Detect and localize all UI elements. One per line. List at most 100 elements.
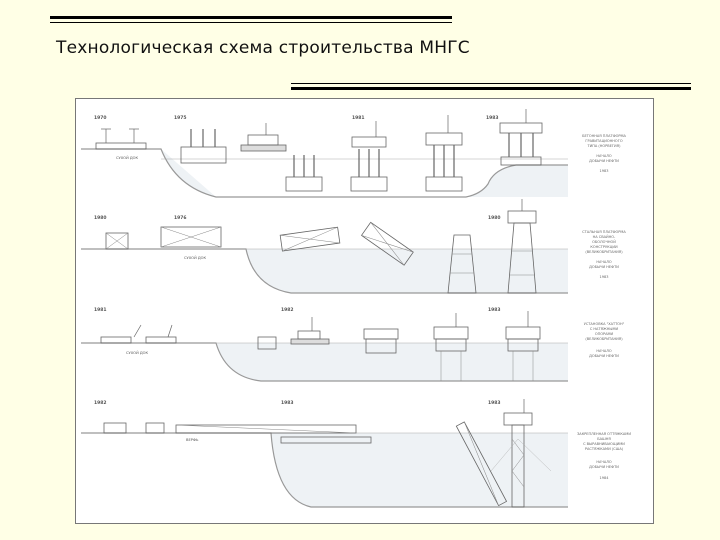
jacket-on-barge (279, 226, 341, 252)
top-rule-thick (50, 16, 452, 19)
jacket-brace (105, 232, 129, 250)
deck-barge (290, 338, 330, 345)
svg-text:ОПОРАМИ: ОПОРАМИ (595, 332, 614, 336)
panel-caption: ЗАКРЕПЛЕННАЯ ОТТЯЖКАМИ БАШНЯ С ВЫРАВНИВА… (577, 432, 631, 480)
tower-brace (175, 424, 357, 434)
year-label: 1975 (174, 115, 187, 121)
svg-text:ГРАВИТАЦИОННОГО: ГРАВИТАЦИОННОГО (585, 139, 622, 143)
deck-module (363, 328, 399, 340)
bottom-rule-thin (291, 83, 691, 84)
sea-region (161, 149, 568, 197)
tower-on-barge (280, 436, 372, 444)
diagram-svg: 1970 1975 1981 1983 СУХОЙ ДОК (81, 109, 631, 508)
svg-text:ДОБЫЧИ НЕФТИ: ДОБЫЧИ НЕФТИ (589, 159, 619, 163)
year-label: 1983 (486, 115, 499, 121)
jacket-brace (160, 226, 222, 248)
dock-label: СУХОЙ ДОК (116, 155, 138, 160)
sea-region (246, 249, 568, 293)
svg-text:УСТАНОВКА "ХАТТОН": УСТАНОВКА "ХАТТОН" (584, 322, 625, 326)
panel-concrete-gravity: 1970 1975 1981 1983 СУХОЙ ДОК (81, 109, 627, 198)
guyed-tower-installed (490, 399, 552, 508)
top-rule-thin (50, 22, 452, 23)
svg-text:НАЧАЛО: НАЧАЛО (596, 260, 611, 264)
guy-line (517, 438, 552, 472)
tower-assembly (175, 424, 357, 434)
svg-text:РАСТЯЖКАМИ (США): РАСТЯЖКАМИ (США) (585, 447, 624, 451)
svg-text:НАЧАЛО: НАЧАЛО (596, 349, 611, 353)
svg-text:ДОБЫЧИ НЕФТИ: ДОБЫЧИ НЕФТИ (589, 465, 619, 469)
deck-module (297, 330, 321, 340)
year-label: 1980 (94, 215, 107, 221)
svg-text:С НАТЯЖНЫМИ: С НАТЯЖНЫМИ (590, 327, 619, 331)
jacket-installed (507, 199, 537, 294)
svg-text:НАЧАЛО: НАЧАЛО (596, 460, 611, 464)
svg-text:КОНСТРУКЦИИ: КОНСТРУКЦИИ (590, 245, 618, 249)
year-label: 1983 (281, 400, 294, 406)
jacket-section (105, 232, 129, 250)
year-label: 1983 (488, 400, 501, 406)
deck-module (425, 132, 463, 146)
svg-text:БАШНЯ: БАШНЯ (597, 437, 611, 441)
dock-caisson (95, 142, 147, 150)
svg-text:ЗАКРЕПЛЕННАЯ ОТТЯЖКАМИ: ЗАКРЕПЛЕННАЯ ОТТЯЖКАМИ (577, 432, 631, 436)
panel-guyed-tower: 1982 1983 1983 ВЕРФЬ (81, 399, 631, 508)
jacket-launch (360, 221, 414, 266)
year-label: 1981 (352, 115, 365, 121)
seabed-line (81, 342, 568, 382)
year-label: 1982 (281, 307, 294, 313)
year-label: 1976 (174, 215, 187, 221)
dock-label: ВЕРФЬ (186, 438, 199, 442)
svg-text:1983: 1983 (600, 169, 609, 173)
jacket-assembly (160, 226, 222, 248)
svg-text:ОБОЛОЧНОЙ: ОБОЛОЧНОЙ (592, 239, 616, 244)
panel-caption: УСТАНОВКА "ХАТТОН" С НАТЯЖНЫМИ ОПОРАМИ (… (584, 322, 625, 358)
jacket-upended (447, 234, 477, 294)
seabed-line (81, 432, 568, 508)
svg-text:С ВЫРАВНИВАЮЩИМИ: С ВЫРАВНИВАЮЩИМИ (583, 442, 625, 446)
svg-text:СТАЛЬНАЯ ПЛАТФОРМА: СТАЛЬНАЯ ПЛАТФОРМА (582, 230, 626, 234)
deck-module (505, 326, 541, 340)
svg-text:ДОБЫЧИ НЕФТИ: ДОБЫЧИ НЕФТИ (589, 354, 619, 358)
crane-boom (133, 324, 142, 338)
svg-text:БЕТОННАЯ ПЛАТФОРМА: БЕТОННАЯ ПЛАТФОРМА (582, 134, 626, 138)
deck-module (433, 326, 469, 340)
svg-text:1983: 1983 (600, 275, 609, 279)
tower-section (103, 422, 127, 434)
svg-text:ТИПА (НОРВЕГИЯ): ТИПА (НОРВЕГИЯ) (587, 144, 622, 148)
submerged-base (285, 176, 323, 192)
year-label: 1970 (94, 115, 107, 121)
deck-module (351, 136, 387, 148)
sea-region (216, 343, 568, 381)
deck-module (247, 134, 279, 146)
year-label: 1980 (488, 215, 501, 221)
year-label: 1981 (94, 307, 107, 313)
panel-caption: СТАЛЬНАЯ ПЛАТФОРМА НА СВАЙНО- ОБОЛОЧНОЙ … (582, 230, 626, 279)
year-label: 1983 (488, 307, 501, 313)
panel-tension-leg: 1981 1982 1983 СУХОЙ ДОК (81, 307, 625, 382)
seabed-line (81, 248, 568, 294)
hull-pontoon (100, 336, 132, 344)
production-base (500, 156, 542, 166)
mating-base (350, 176, 388, 192)
svg-text:1984: 1984 (600, 476, 610, 480)
svg-text:НАЧАЛО: НАЧАЛО (596, 154, 611, 158)
year-label: 1982 (94, 400, 107, 406)
bottom-rule-thick (291, 87, 691, 90)
sea-region (271, 433, 568, 507)
dock-label: СУХОЙ ДОК (184, 255, 206, 260)
gravity-base (180, 146, 227, 164)
seabed-line (81, 148, 568, 198)
panel-caption: БЕТОННАЯ ПЛАТФОРМА ГРАВИТАЦИОННОГО ТИПА … (582, 134, 626, 173)
svg-text:(ВЕЛИКОБРИТАНИЯ): (ВЕЛИКОБРИТАНИЯ) (585, 250, 623, 254)
svg-text:НА СВАЙНО-: НА СВАЙНО- (593, 234, 616, 239)
dock-label: СУХОЙ ДОК (126, 350, 148, 355)
deck-barge (240, 144, 287, 152)
deck-module (499, 122, 543, 134)
construction-diagram: 1970 1975 1981 1983 СУХОЙ ДОК (75, 98, 654, 524)
panel-steel-jacket: 1980 1976 1980 СУХОЙ ДОК (81, 199, 626, 294)
tower-section (145, 422, 165, 434)
svg-text:ДОБЫЧИ НЕФТИ: ДОБЫЧИ НЕФТИ (589, 265, 619, 269)
tower-launch (455, 421, 508, 507)
guy-line (490, 438, 519, 472)
hull-floating (257, 336, 277, 350)
